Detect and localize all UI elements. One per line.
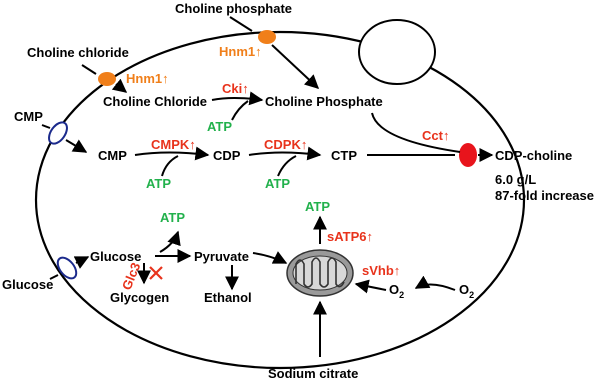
atp-glucose-label: ATP [160,210,185,225]
cell-membrane [34,30,526,370]
fold-increase-label: 87-fold increase [495,188,594,203]
hnm1-transporter-left-icon [98,72,116,86]
hnm1-top-enzyme-label: Hnm1↑ [219,44,262,59]
choline-phosphate-internal-label: Choline Phosphate [265,94,383,109]
ctp-label: CTP [331,148,357,163]
cct-enzyme-label: Cct↑ [422,128,449,143]
ethanol-label: Ethanol [204,290,252,305]
sodium-citrate-label: Sodium citrate [268,366,358,381]
cdpk-enzyme-label: CDPK↑ [264,137,307,152]
choline-chloride-external-label: Choline chloride [27,45,129,60]
cct-node-icon [459,143,477,167]
atp-cki-label: ATP [207,119,232,134]
cmp-transporter-icon [48,121,68,145]
cki-enzyme-label: Cki↑ [222,81,249,96]
o2-internal-label: O2 [389,282,404,300]
atp-mito-label: ATP [305,199,330,214]
choline-chloride-internal-label: Choline Chloride [103,94,207,109]
knockout-cross-icon [149,266,163,280]
hnm1-left-enzyme-label: Hnm1↑ [126,71,169,86]
svhb-enzyme-label: sVhb↑ [362,263,400,278]
satp6-enzyme-label: sATP6↑ [327,229,373,244]
cmp-external-label: CMP [14,109,43,124]
vacuole-circle [358,19,436,85]
choline-phosphate-external-label: Choline phosphate [175,1,292,16]
glc3-enzyme-label: Glc3 [119,260,143,292]
cdp-label: CDP [213,148,241,163]
o2-external-label: O2 [459,282,474,300]
atp-cdpk-label: ATP [265,176,290,191]
hnm1-transporter-top-icon [258,30,276,44]
pathway-arrows [41,16,494,357]
glycogen-label: Glycogen [110,290,169,305]
cdp-choline-label: CDP-choline [495,148,572,163]
atp-cmpk-label: ATP [146,176,171,191]
glucose-internal-label: Glucose [90,249,141,264]
cmp-internal-label: CMP [98,148,127,163]
glucose-transporter-icon [56,256,78,280]
glucose-external-label: Glucose [2,277,53,292]
titer-label: 6.0 g/L [495,172,536,187]
pyruvate-label: Pyruvate [194,249,249,264]
cmpk-enzyme-label: CMPK↑ [151,137,196,152]
mitochondrion-icon [286,249,354,297]
